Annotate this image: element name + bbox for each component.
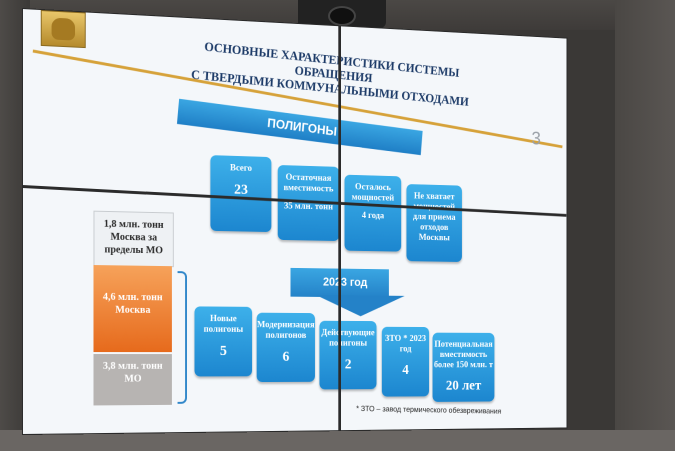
box-value: 2 <box>319 357 376 373</box>
footnote: * ЗТО – завод термического обезвреживани… <box>356 404 501 415</box>
coat-of-arms-icon <box>41 10 86 48</box>
box-label: Новые полигоны <box>194 306 252 335</box>
screen-seam-vertical <box>338 26 341 430</box>
box-active-polygons: Действующие полигоны 2 <box>319 321 376 390</box>
side-box-moscow: 4,6 млн. тонн Москва <box>93 265 171 352</box>
box-value: 6 <box>257 349 315 365</box>
box-value: 4 года <box>345 211 402 222</box>
box-label: Осталось мощностей <box>345 175 402 205</box>
box-new-polygons: Новые полигоны 5 <box>194 306 252 376</box>
bracket <box>178 271 187 404</box>
polygons-banner: ПОЛИГОНЫ <box>177 99 423 155</box>
side-box-text: 1,8 млн. тонн Москва за пределы МО <box>94 212 172 258</box>
side-box-text: 4,6 млн. тонн Москва <box>93 265 171 317</box>
box-value: 5 <box>194 343 252 360</box>
box-value: 20 лет <box>433 378 495 394</box>
box-zto: ЗТО * 2023 год 4 <box>382 327 429 397</box>
side-box-mo: 3,8 млн. тонн МО <box>93 354 171 405</box>
box-label: Всего <box>210 155 271 175</box>
box-label: Потенциальная вместимость более 150 млн.… <box>433 333 495 371</box>
box-lack-capacity: Не хватает мощностей для приема отходов … <box>406 184 461 262</box>
box-label: Не хватает мощностей для приема отходов … <box>406 184 461 244</box>
arrow-head <box>316 295 405 317</box>
arrow-year-label: 2023 год <box>323 275 367 289</box>
wall-right <box>615 0 675 451</box>
box-label: Модернизация полигонов <box>257 313 315 342</box>
box-label: Действующие полигоны <box>319 321 376 350</box>
box-value: 4 <box>382 363 429 379</box>
box-modernization: Модернизация полигонов 6 <box>257 313 315 382</box>
box-potential-capacity: Потенциальная вместимость более 150 млн.… <box>433 333 495 402</box>
slide-title: ОСНОВНЫЕ ХАРАКТЕРИСТИКИ СИСТЕМЫ ОБРАЩЕНИ… <box>177 36 484 110</box>
side-box-text: 3,8 млн. тонн МО <box>93 354 171 386</box>
side-box-moscow-outside: 1,8 млн. тонн Москва за пределы МО <box>93 211 173 268</box>
box-total: Всего 23 <box>210 155 271 232</box>
box-label: Остаточная вместимость <box>278 165 339 195</box>
box-label: ЗТО * 2023 год <box>382 327 429 355</box>
presentation-screen: ОСНОВНЫЕ ХАРАКТЕРИСТИКИ СИСТЕМЫ ОБРАЩЕНИ… <box>22 8 567 435</box>
page-number: 3 <box>532 129 541 150</box>
box-capacity-left: Осталось мощностей 4 года <box>345 175 402 252</box>
